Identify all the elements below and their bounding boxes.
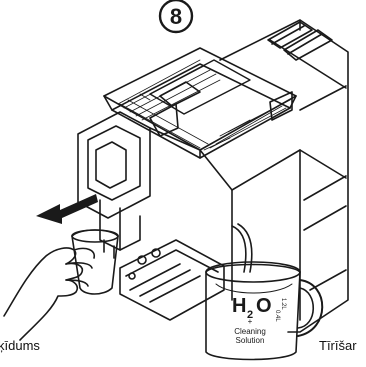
control-panel [77, 111, 233, 219]
step-number-badge [158, 0, 194, 34]
jug-formula-sub: 2 [247, 309, 253, 321]
drain-tube-outer [237, 223, 253, 273]
measuring-jug [205, 261, 324, 361]
step-number: 8 [170, 4, 182, 29]
drain-tube [231, 225, 247, 273]
jug-plus: + [248, 317, 253, 326]
jug-line-1: Cleaning [234, 327, 266, 336]
caption-right: Tīrīšar [319, 338, 357, 353]
caption-left: ķīdums [0, 338, 40, 353]
jug-line-2: Solution [236, 336, 265, 345]
hand [3, 247, 96, 341]
bean-hopper-grid [103, 47, 297, 159]
jug-scale-bottom: 0.4L [274, 310, 280, 322]
cup [71, 229, 119, 295]
jug-scale-top: 1.2L [280, 298, 286, 310]
drip-tray [119, 239, 225, 321]
grid-pattern [117, 59, 291, 151]
jug-formula-h: H [232, 295, 246, 317]
machine-body [219, 19, 349, 333]
jug-label: H 2 O + Cleaning Solution 1.2L 0.4L [232, 295, 286, 345]
remove-direction-arrow [36, 194, 98, 224]
jug-formula-o: O [256, 295, 272, 317]
coffee-spout [99, 199, 141, 259]
